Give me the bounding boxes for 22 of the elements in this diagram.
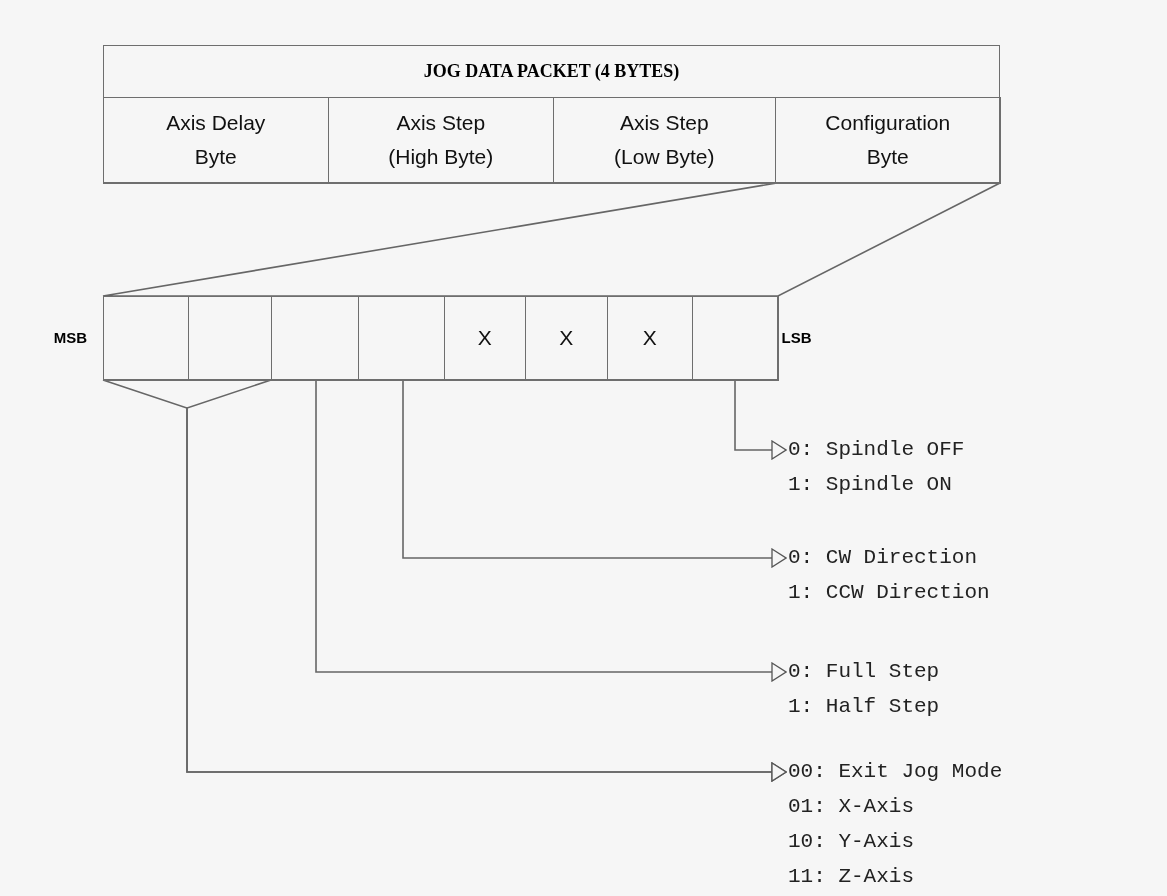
arrow — [402, 379, 787, 568]
bit-value-text: 0: Full Step — [788, 659, 941, 685]
bit-value-text: 01: X-Axis — [788, 794, 916, 820]
bit-value-text: 1: Half Step — [788, 694, 941, 720]
bit-value-text: 0: Spindle OFF — [788, 437, 966, 463]
bit-value-text: 10: Y-Axis — [788, 829, 916, 855]
bit-value-text: 0: CW Direction — [788, 545, 979, 571]
bit-order-label: MSB — [53, 328, 87, 346]
byte-field: Axis Step (High Byte) — [327, 96, 554, 184]
bit-order-label: LSB — [781, 328, 812, 346]
arrow — [315, 379, 787, 682]
bit-value-text: 1: CCW Direction — [788, 580, 991, 606]
arrow — [734, 379, 787, 460]
table-title: JOG DATA PACKET (4 BYTES) — [422, 59, 681, 83]
bit-value-text: 00: Exit Jog Mode — [788, 759, 1004, 785]
packet-table — [103, 45, 1000, 183]
bit-value-text: 1: Spindle ON — [788, 472, 953, 498]
expansion-line — [102, 182, 1001, 297]
bit-value-text: 11: Z-Axis — [788, 864, 916, 890]
byte-field: Axis Delay Byte — [102, 96, 329, 184]
byte-field: Configuration Byte — [774, 96, 1001, 184]
byte-field: Axis Step (Low Byte) — [552, 96, 776, 184]
